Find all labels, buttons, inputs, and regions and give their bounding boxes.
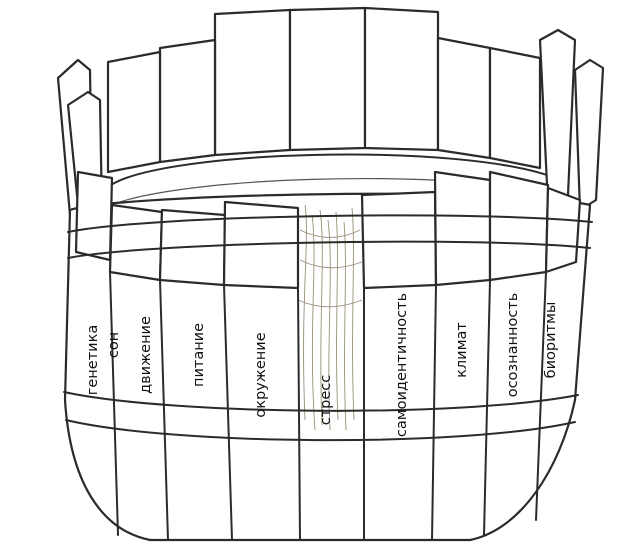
stave-label-bioritmy: биоритмы [543, 302, 559, 379]
broken-stave-hay [297, 204, 363, 431]
stave-labels: генетика сон движение питание окружение … [85, 293, 559, 437]
stave-label-samoidentichnost: самоидентичность [394, 293, 410, 437]
stave-label-genetika: генетика [85, 325, 101, 395]
back-staves [106, 6, 542, 174]
stave-label-osoznannost: осознанность [505, 293, 521, 398]
barrel-opening [104, 153, 561, 191]
stave-label-son: сон [106, 332, 122, 358]
stave-lines [109, 271, 547, 541]
stave-label-klimat: климат [454, 322, 470, 378]
hoops [63, 214, 593, 442]
front-staves [74, 170, 582, 290]
stave-label-stress: стресс [318, 375, 334, 426]
stave-label-dvizhenie: движение [138, 316, 154, 394]
stave-label-pitanie: питание [191, 323, 207, 387]
stave-label-okruzhenie: окружение [253, 332, 269, 417]
